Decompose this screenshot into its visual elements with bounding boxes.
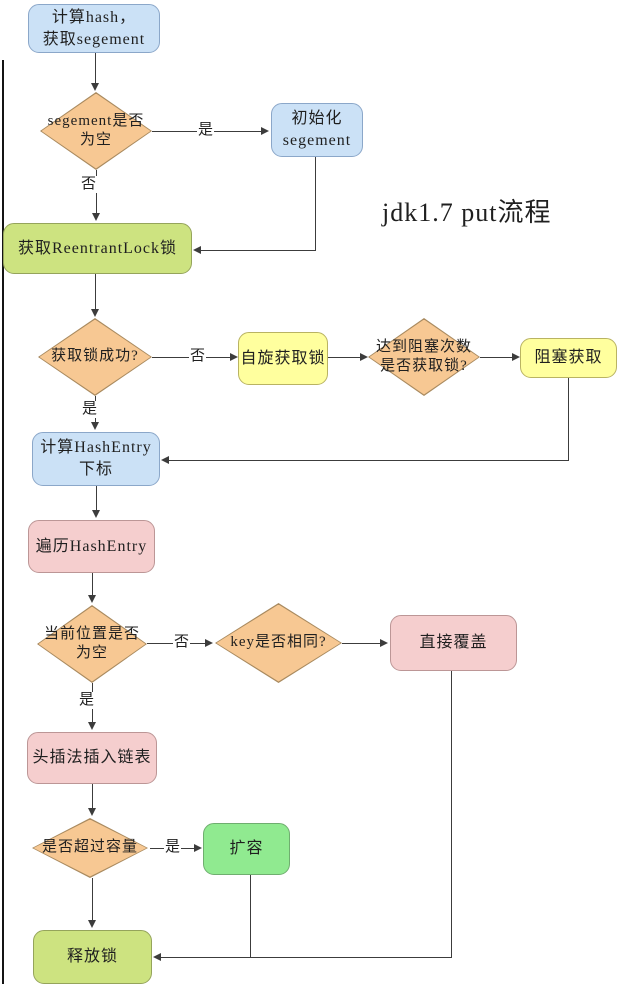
connector (568, 378, 569, 460)
arrowhead-down (88, 808, 96, 816)
connector (161, 957, 452, 958)
node-calc-hashentry-index: 计算HashEntry 下标 (32, 432, 160, 486)
connector (92, 878, 93, 924)
node-label: 扩容 (229, 840, 264, 858)
connector (315, 157, 316, 251)
connector (250, 875, 251, 957)
arrowhead-down (91, 83, 99, 91)
arrowhead-left (161, 456, 169, 464)
node-label: key是否相同? (230, 634, 327, 651)
node-label: 获取ReentrantLock锁 (17, 239, 178, 257)
connector (95, 53, 96, 83)
page-border-line (2, 60, 4, 984)
diagram-title: jdk1.7 put流程 (382, 198, 552, 227)
connector (480, 357, 512, 358)
edge-label-no: 否 (173, 634, 191, 651)
node-acquire-reentrantlock: 获取ReentrantLock锁 (3, 223, 192, 274)
arrowhead-left (193, 246, 201, 254)
connector (96, 486, 97, 514)
arrowhead-right (194, 844, 202, 852)
arrowhead-down (91, 422, 99, 430)
arrowhead-left (153, 953, 161, 961)
node-traverse-hashentry: 遍历HashEntry (28, 520, 155, 573)
node-label: 获取锁成功? (51, 348, 139, 365)
edge-label-yes: 是 (78, 692, 96, 709)
arrowhead-right (205, 639, 213, 647)
connector (92, 573, 93, 598)
node-label: 自旋获取锁 (240, 349, 326, 367)
connector (169, 460, 569, 461)
node-label: 初始化 segement (282, 110, 352, 149)
node-label: 计算HashEntry 下标 (40, 439, 152, 478)
edge-label-yes: 是 (197, 122, 215, 139)
connector (328, 357, 360, 358)
node-label: 释放锁 (66, 948, 118, 966)
node-label: 达到阻塞次数 是否获取锁? (375, 338, 472, 375)
arrowhead-down (88, 722, 96, 730)
node-segment-empty: segement是否 为空 (40, 92, 152, 170)
node-block-acquire: 阻塞获取 (520, 338, 617, 378)
node-spin-lock: 自旋获取锁 (238, 332, 328, 385)
connector (201, 250, 316, 251)
node-release-lock: 释放锁 (33, 930, 152, 984)
node-label: 遍历HashEntry (35, 537, 148, 555)
edge-label-no: 否 (189, 348, 207, 365)
arrowhead-down (92, 213, 100, 221)
node-label: 是否超过容量 (41, 839, 138, 856)
arrowhead-down (88, 920, 96, 928)
edge-label-no: 否 (80, 176, 98, 193)
connector (92, 784, 93, 812)
arrowhead-down (88, 595, 96, 603)
arrowhead-down (92, 510, 100, 518)
node-position-empty: 当前位置是否 为空 (37, 605, 147, 683)
node-calc-hash: 计算hash， 获取segement (28, 4, 160, 53)
arrowhead-right (380, 639, 388, 647)
node-label: 计算hash， 获取segement (42, 8, 146, 48)
node-label: 头插法插入链表 (32, 749, 152, 767)
node-expand: 扩容 (203, 823, 290, 875)
edge-label-yes: 是 (81, 401, 99, 418)
node-over-capacity: 是否超过容量 (32, 818, 148, 878)
connector (342, 643, 382, 644)
arrowhead-down (91, 309, 99, 317)
node-label: segement是否 为空 (47, 112, 145, 149)
node-label: 当前位置是否 为空 (43, 625, 140, 662)
arrowhead-right (360, 353, 368, 361)
arrowhead-right (512, 353, 520, 361)
node-label: 阻塞获取 (534, 349, 603, 367)
connector (95, 274, 96, 313)
connector (451, 671, 452, 957)
node-init-segment: 初始化 segement (271, 103, 363, 157)
arrowhead-right (230, 353, 238, 361)
connector (96, 170, 97, 217)
arrowhead-right (261, 127, 269, 135)
node-key-same: key是否相同? (215, 603, 342, 683)
node-lock-success: 获取锁成功? (38, 318, 152, 396)
node-block-times: 达到阻塞次数 是否获取锁? (368, 318, 480, 396)
node-head-insert: 头插法插入链表 (27, 732, 157, 784)
node-overwrite: 直接覆盖 (390, 615, 517, 671)
node-label: 直接覆盖 (419, 634, 488, 652)
edge-label-yes: 是 (164, 839, 182, 856)
